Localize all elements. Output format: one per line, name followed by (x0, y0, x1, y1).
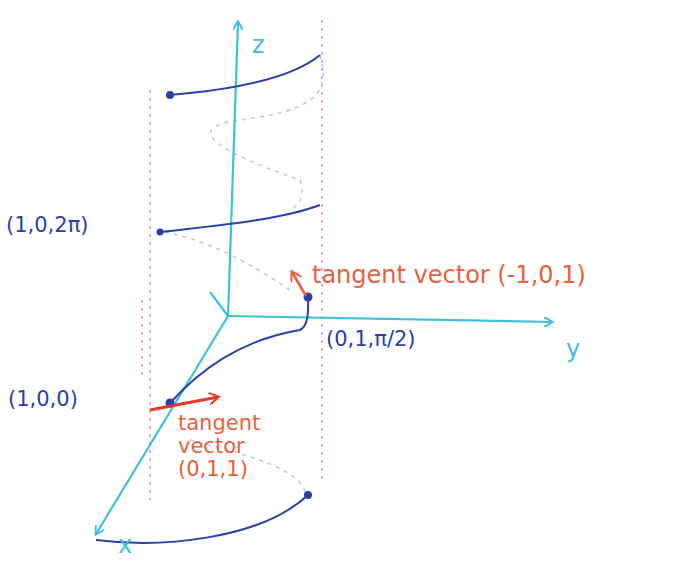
axis-label: z (252, 32, 265, 58)
point-label: (1,0,0) (8, 388, 78, 411)
vector-label: tangent vector (0,1,1) (178, 412, 274, 481)
vector-label: tangent vector (-1,0,1) (312, 262, 586, 288)
point-label: (1,0,2π) (6, 214, 88, 237)
point-label: (0,1,π/2) (326, 328, 416, 351)
axis-label: x (118, 532, 132, 558)
axis-label: y (566, 336, 580, 362)
